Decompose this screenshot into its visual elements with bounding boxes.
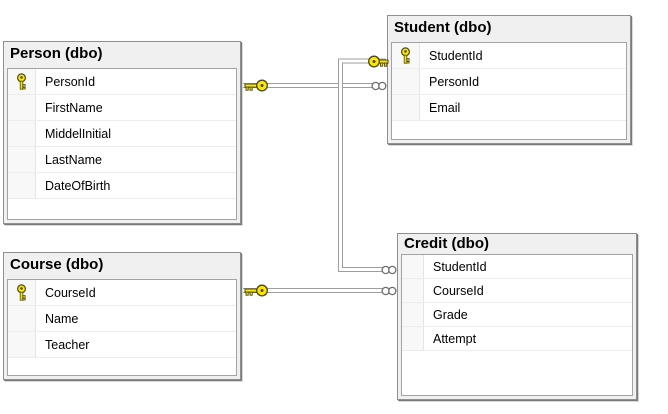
column-name: Email [429, 100, 461, 115]
pk-cell [8, 280, 36, 305]
table-row[interactable]: PersonId [392, 69, 626, 95]
key-cell-empty [402, 303, 424, 326]
key-cell-empty [402, 255, 424, 278]
table-student[interactable]: Student (dbo) StudentId PersonId [387, 15, 631, 144]
table-row[interactable]: MiddelInitial [8, 121, 236, 147]
table-credit-grid: StudentId CourseId Grade Attempt [401, 254, 633, 396]
table-student-title[interactable]: Student (dbo) [394, 19, 492, 36]
key-cell-empty [8, 306, 36, 331]
column-name: MiddelInitial [45, 126, 112, 141]
column-name: Teacher [45, 337, 90, 352]
column-name: PersonId [45, 74, 96, 89]
table-course-title[interactable]: Course (dbo) [10, 256, 104, 273]
column-name: Grade [433, 307, 468, 322]
table-course[interactable]: Course (dbo) CourseId Name [3, 252, 241, 380]
key-one-side-icon [244, 79, 268, 92]
column-name: DateOfBirth [45, 178, 111, 193]
key-cell-empty [392, 95, 420, 120]
infinity-many-side-icon [371, 81, 387, 91]
table-row[interactable]: Attempt [402, 327, 632, 351]
key-cell-empty [8, 147, 36, 172]
key-cell-empty [402, 279, 424, 302]
primary-key-icon [400, 47, 411, 64]
table-row[interactable]: Grade [402, 303, 632, 327]
column-name: StudentId [433, 259, 487, 274]
table-row[interactable]: Teacher [8, 332, 236, 358]
key-one-side-icon [368, 55, 389, 68]
table-row[interactable]: LastName [8, 147, 236, 173]
key-cell-empty [8, 332, 36, 357]
column-name: StudentId [429, 48, 483, 63]
table-row[interactable]: FirstName [8, 95, 236, 121]
key-cell-empty [8, 173, 36, 198]
table-person-grid: PersonId FirstName MiddelInitial LastNam… [7, 68, 237, 220]
pk-cell [392, 43, 420, 68]
pk-cell [8, 69, 36, 94]
table-row[interactable]: CourseId [402, 279, 632, 303]
table-course-grid: CourseId Name Teacher [7, 279, 237, 376]
column-name: PersonId [429, 74, 480, 89]
primary-key-icon [16, 284, 27, 301]
table-person[interactable]: Person (dbo) PersonId FirstName [3, 41, 241, 224]
table-person-title[interactable]: Person (dbo) [10, 45, 103, 62]
key-cell-empty [8, 121, 36, 146]
column-name: LastName [45, 152, 102, 167]
primary-key-icon [16, 73, 27, 90]
infinity-many-side-icon [381, 265, 397, 274]
relation-student-credit-line[interactable] [338, 58, 387, 272]
key-one-side-icon [244, 284, 268, 297]
column-name: FirstName [45, 100, 103, 115]
table-row[interactable]: Name [8, 306, 236, 332]
table-row[interactable]: DateOfBirth [8, 173, 236, 199]
table-row[interactable]: CourseId [8, 280, 236, 306]
table-row[interactable]: StudentId [392, 43, 626, 69]
table-student-grid: StudentId PersonId Email [391, 42, 627, 140]
table-row[interactable]: StudentId [402, 255, 632, 279]
key-cell-empty [392, 69, 420, 94]
table-row[interactable]: PersonId [8, 69, 236, 95]
column-name: CourseId [45, 285, 96, 300]
column-name: CourseId [433, 283, 484, 298]
table-credit[interactable]: Credit (dbo) StudentId CourseId Grade At… [397, 233, 637, 400]
key-cell-empty [8, 95, 36, 120]
table-credit-title[interactable]: Credit (dbo) [404, 235, 489, 252]
infinity-many-side-icon [381, 286, 397, 295]
key-cell-empty [402, 327, 424, 350]
table-row[interactable]: Email [392, 95, 626, 121]
column-name: Attempt [433, 331, 477, 346]
column-name: Name [45, 311, 79, 326]
